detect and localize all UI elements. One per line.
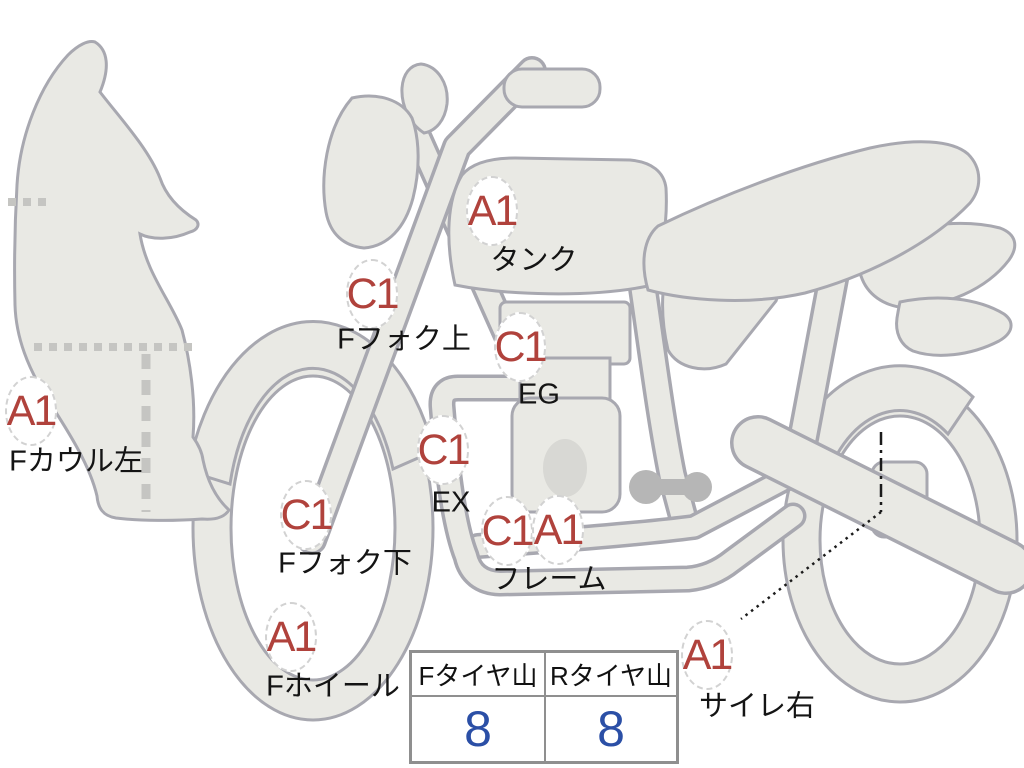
tire-table-header-rear: Rタイヤ山: [544, 653, 676, 697]
rear-tire-tread-header: Rタイヤ山: [550, 660, 672, 691]
front-tire-tread-header: Fタイヤ山: [418, 660, 538, 691]
grade-badge-f-cowl-left: A1: [5, 376, 57, 446]
part-label-silencer-right: サイレ右: [698, 690, 816, 723]
exhaust-pipe: [431, 378, 803, 593]
grade-badge-f-fork-lower: C1: [280, 480, 333, 550]
tire-table-header-front: Fタイヤ山: [412, 653, 544, 697]
part-label-exhaust: EX: [431, 486, 471, 519]
grade-badge-silencer-right: A1: [681, 620, 733, 690]
silencer-leader-line: [740, 432, 883, 620]
front-cowl: [13, 40, 231, 522]
grade-badge-engine: C1: [494, 312, 547, 382]
tire-table-value-rear-cell: 8: [544, 697, 676, 761]
part-label-f-wheel: Fホイール: [266, 670, 400, 703]
grade-badge-frame-2: A1: [532, 495, 584, 565]
grade-badge-exhaust: C1: [417, 415, 470, 485]
tail-cowl-lower: [895, 296, 1013, 357]
rear-tire-tread-value: 8: [597, 701, 625, 757]
grade-badge-f-wheel: A1: [265, 602, 317, 672]
headlight: [322, 94, 420, 250]
front-tire-tread-value: 8: [464, 701, 492, 757]
grade-badge-frame-1: C1: [481, 496, 534, 566]
footpeg: [629, 470, 712, 504]
part-label-engine: EG: [518, 378, 560, 411]
side-cover: [661, 289, 779, 371]
part-label-f-cowl-left: Fカウル左: [9, 445, 143, 478]
seat: [642, 140, 981, 302]
tire-tread-table: Fタイヤ山 Rタイヤ山 8 8: [409, 650, 679, 764]
grade-badge-f-fork-upper: C1: [346, 259, 399, 329]
part-label-f-fork-lower: Fフォク下: [278, 547, 412, 580]
grade-badge-tank: A1: [466, 176, 518, 246]
part-label-tank: タンク: [490, 244, 578, 277]
part-label-frame: フレーム: [491, 563, 607, 596]
tire-table-value-front-cell: 8: [412, 697, 544, 761]
mirror: [400, 62, 449, 135]
handlebar-grip: [502, 67, 602, 109]
engine-case-circle: [543, 439, 587, 497]
part-label-f-fork-upper: Fフォク上: [337, 323, 471, 356]
cowl-seam-lines: [8, 198, 192, 512]
rear-frame-tube: [631, 276, 696, 532]
rear-shock: [785, 255, 848, 478]
